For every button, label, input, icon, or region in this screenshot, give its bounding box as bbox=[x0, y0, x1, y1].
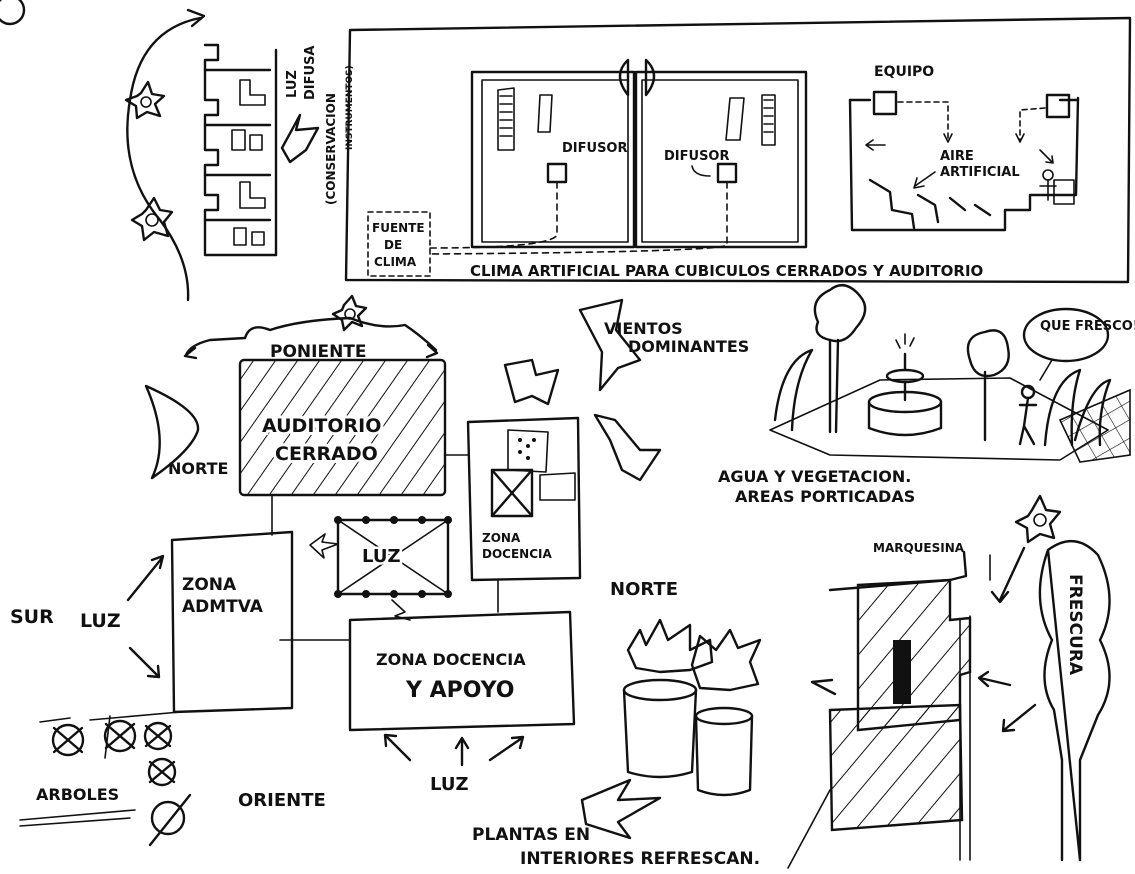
norte-left-label: NORTE bbox=[168, 459, 228, 478]
norte-right-label: NORTE bbox=[610, 579, 678, 600]
zona-docencia-small-2: DOCENCIA bbox=[482, 547, 552, 561]
artificial-label: ARTIFICIAL bbox=[940, 165, 1020, 180]
person-icon bbox=[1020, 386, 1036, 444]
plantas-label-1: PLANTAS EN bbox=[472, 825, 590, 845]
dominantes-label: DOMINANTES bbox=[628, 337, 749, 356]
speech-bubble bbox=[1024, 309, 1108, 361]
agua-label-2: AREAS PORTICADAS bbox=[735, 487, 915, 506]
site-plan: PONIENTE AUDITORIO CERRADO NORTE VIENTOS… bbox=[10, 296, 749, 845]
sun-icon bbox=[333, 296, 366, 330]
equipo-label: EQUIPO bbox=[874, 64, 934, 80]
diffuser-right-icon bbox=[718, 164, 736, 182]
aire-label: AIRE bbox=[940, 149, 974, 164]
zona-docencia-apoyo-block bbox=[350, 612, 574, 730]
fuente-label: FUENTE bbox=[372, 221, 425, 235]
clima-label: CLIMA bbox=[374, 255, 417, 269]
de-label: DE bbox=[384, 238, 402, 252]
duct-left bbox=[430, 182, 557, 248]
zona-docencia-apoyo-2: Y APOYO bbox=[405, 678, 515, 703]
speaker-figure-icon bbox=[1040, 170, 1074, 204]
marquesina-label: MARQUESINA bbox=[873, 541, 965, 555]
sun-path-section: LUZ DIFUSA (CONSERVACION INSTRUMENTOS) bbox=[0, 0, 355, 300]
person-silhouette-icon bbox=[893, 640, 911, 704]
sur-label: SUR bbox=[10, 606, 54, 628]
duct-right bbox=[430, 182, 727, 254]
light-arrow-bottom bbox=[490, 737, 523, 760]
equipment-box-right bbox=[1047, 95, 1069, 117]
difusor-left-label: DIFUSOR bbox=[562, 141, 628, 156]
luz-difusa-label-2: DIFUSA bbox=[303, 46, 318, 101]
wind-arrow-icon bbox=[595, 415, 660, 480]
diffuser-left-icon bbox=[548, 164, 566, 182]
sun-arc bbox=[127, 18, 200, 300]
cerrado-label: CERRADO bbox=[275, 443, 378, 465]
light-arrow-up bbox=[128, 556, 163, 600]
plant-foliage-icon bbox=[628, 620, 712, 672]
building-section-right: MARQUESINA FRESCURA bbox=[812, 496, 1110, 860]
conservacion-label-1: (CONSERVACION bbox=[324, 93, 338, 205]
speech-text: QUE FRESCO!! bbox=[1040, 319, 1135, 334]
sun-icon bbox=[1016, 496, 1060, 542]
wind-arrow-icon bbox=[505, 360, 558, 404]
frescura-label: FRESCURA bbox=[1065, 574, 1085, 676]
arboles-label: ARBOLES bbox=[36, 785, 119, 804]
difusor-right-label: DIFUSOR bbox=[664, 149, 730, 164]
light-arrow-bottom bbox=[456, 738, 468, 765]
sun-icon bbox=[132, 198, 172, 240]
plantas-label-2: INTERIORES REFRESCAN. bbox=[520, 849, 760, 869]
light-arrow-bottom bbox=[385, 735, 410, 760]
planter-pot-left bbox=[624, 690, 696, 777]
lower-floor-hatched bbox=[830, 705, 962, 830]
plaza-sketch: QUE FRESCO!! AGUA Y VEGETACION. AREAS PO… bbox=[718, 285, 1135, 506]
planter-pot-right bbox=[696, 716, 752, 795]
section-marker-icon bbox=[0, 0, 24, 24]
fountain-icon bbox=[869, 334, 941, 435]
climate-panel: DIFUSOR DIFUSOR FUENTE DE CLIMA EQUIPO A… bbox=[346, 18, 1130, 282]
equipment-box-left bbox=[874, 92, 896, 114]
luz-center-label: LUZ bbox=[362, 546, 401, 567]
luz-left-label: LUZ bbox=[80, 610, 121, 632]
oriente-label: ORIENTE bbox=[238, 790, 326, 811]
agua-label-1: AGUA Y VEGETACION. bbox=[718, 467, 911, 486]
furniture-right bbox=[762, 95, 775, 145]
auditorio-label: AUDITORIO bbox=[262, 415, 381, 437]
cubicle-left bbox=[472, 72, 634, 247]
plant-foliage-icon bbox=[692, 630, 760, 690]
zona-admtva-block bbox=[172, 532, 292, 712]
diffuse-light-arrow bbox=[282, 115, 318, 162]
furniture-left bbox=[498, 88, 514, 150]
climate-caption: CLIMA ARTIFICIAL PARA CUBICULOS CERRADOS… bbox=[470, 262, 983, 280]
refresh-arrow-icon bbox=[582, 780, 660, 838]
luz-bottom-label: LUZ bbox=[430, 774, 469, 795]
zona-admtva-label-1: ZONA bbox=[182, 575, 237, 595]
planters-sketch: PLANTAS EN INTERIORES REFRESCAN. bbox=[472, 620, 830, 869]
tree-symbols-icon bbox=[40, 712, 190, 845]
zona-docencia-small-1: ZONA bbox=[482, 531, 521, 545]
zona-admtva-label-2: ADMTVA bbox=[182, 597, 264, 617]
zona-docencia-apoyo-1: ZONA DOCENCIA bbox=[376, 650, 526, 669]
light-arrow-down bbox=[130, 648, 159, 677]
auditorium-seating bbox=[870, 180, 990, 228]
tree-icon bbox=[775, 285, 865, 432]
luz-difusa-label-1: LUZ bbox=[285, 70, 300, 98]
